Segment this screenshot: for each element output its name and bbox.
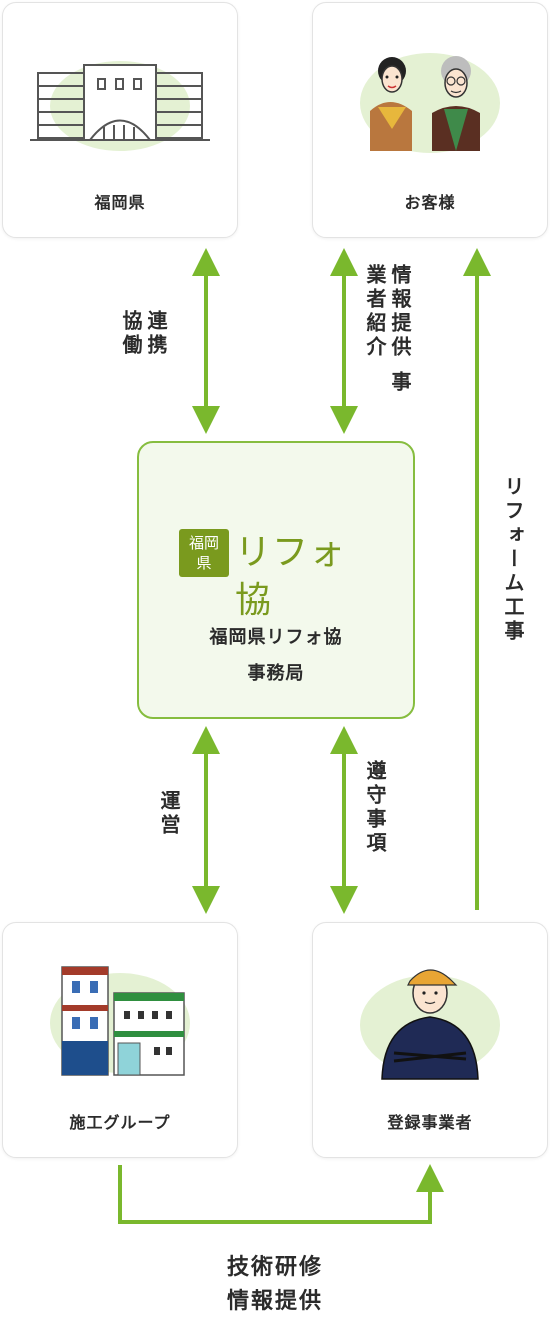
logo-badge-top: 福岡 (188, 534, 219, 552)
compliance-label: 遵守事項 (363, 760, 387, 856)
logo-badge: 福岡 県 (179, 529, 229, 577)
prefecture-label: 福岡県 (94, 193, 146, 212)
construction-group-label: 施工グループ (69, 1113, 171, 1132)
construction-group-card: 施工グループ (2, 922, 238, 1158)
customer-label: お客様 (404, 193, 456, 212)
contractor-card: 登録事業者 (312, 922, 548, 1158)
arrow-training (118, 1164, 444, 1224)
reform-work-label: リフォーム工事 (501, 476, 525, 644)
customer-office-relation-label: 情報提供 事業者紹介 (363, 264, 412, 395)
office-card: 福岡 県 リフォ協 福岡県リフォ協 事務局 (137, 441, 415, 719)
government-building-icon (30, 61, 210, 151)
customers-icon (360, 53, 500, 153)
office-sub: 事務局 (247, 663, 305, 684)
training-label-line2: 情報提供 (226, 1289, 323, 1314)
buildings-icon (50, 966, 190, 1076)
pref-office-relation-label: 連携 協働 (119, 310, 168, 358)
training-label-line1: 技術研修 (226, 1255, 323, 1280)
worker-icon (360, 969, 500, 1080)
logo-wordmark: リフォ協 (235, 532, 347, 621)
prefecture-card: 福岡県 (2, 2, 238, 238)
office-name: 福岡県リフォ協 (209, 627, 343, 648)
rifokyo-logo: 福岡 県 リフォ協 (179, 529, 375, 621)
customer-card: お客様 (312, 2, 548, 238)
contractor-label: 登録事業者 (387, 1113, 473, 1132)
operation-label: 運営 (157, 790, 181, 838)
logo-badge-bottom: 県 (196, 554, 212, 572)
